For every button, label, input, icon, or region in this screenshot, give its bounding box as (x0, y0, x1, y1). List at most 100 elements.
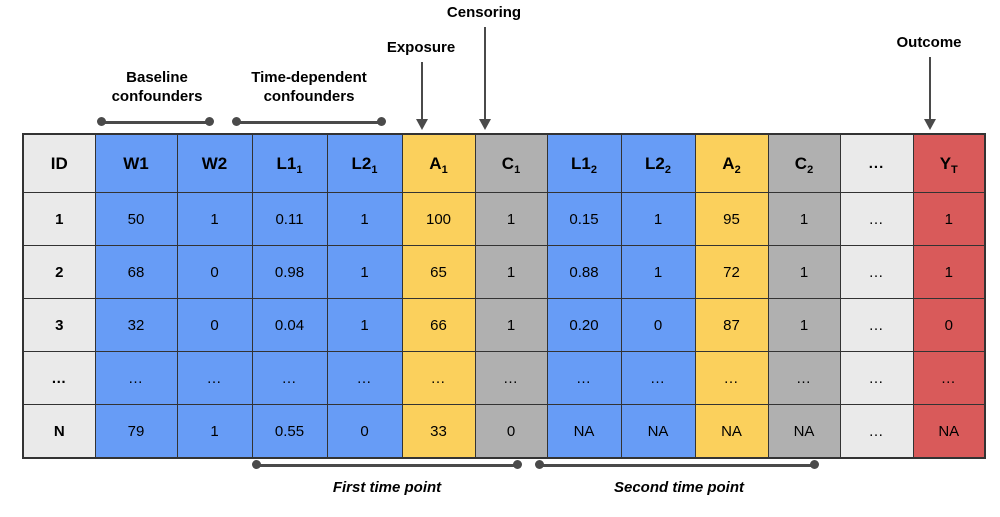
table-cell[interactable]: … (546, 351, 622, 405)
table-cell[interactable]: … (326, 351, 403, 405)
table-cell[interactable]: … (251, 351, 328, 405)
table-cell[interactable]: … (176, 351, 253, 405)
column-header-l1-1[interactable]: L11 (251, 133, 328, 193)
table-cell[interactable]: NA (546, 404, 622, 459)
table-cell[interactable]: 1 (767, 245, 841, 299)
table-cell[interactable]: 0.20 (546, 298, 622, 352)
table-cell[interactable]: … (694, 351, 769, 405)
table-cell[interactable]: 1 (176, 192, 253, 246)
table-cell[interactable]: 0.11 (251, 192, 328, 246)
row-id-cell[interactable]: 3 (22, 298, 96, 352)
second-time-point-bracket (535, 460, 819, 470)
table-cell[interactable]: … (839, 298, 914, 352)
table-cell[interactable]: 87 (694, 298, 769, 352)
table-cell[interactable]: 1 (474, 298, 548, 352)
table-cell[interactable]: 50 (94, 192, 178, 246)
table-cell[interactable]: 72 (694, 245, 769, 299)
table-cell[interactable]: 0.98 (251, 245, 328, 299)
table-cell[interactable]: 0 (326, 404, 403, 459)
table-cell[interactable]: 1 (620, 245, 696, 299)
arrow-head (479, 119, 491, 130)
table-cell[interactable]: 1 (326, 298, 403, 352)
bracket-dot-right (513, 460, 522, 469)
table-cell[interactable]: NA (694, 404, 769, 459)
column-header-l2-2[interactable]: L22 (620, 133, 696, 193)
column-header-subscript: 1 (371, 163, 378, 176)
arrow-head (416, 119, 428, 130)
table-cell[interactable]: 1 (474, 192, 548, 246)
column-header-l1-2[interactable]: L12 (546, 133, 622, 193)
table-cell[interactable]: 1 (326, 245, 403, 299)
row-id-cell[interactable]: 2 (22, 245, 96, 299)
bracket-line (236, 121, 382, 124)
table-cell[interactable]: 66 (401, 298, 476, 352)
table-cell[interactable]: 1 (767, 192, 841, 246)
table-cell[interactable]: 79 (94, 404, 178, 459)
table-cell[interactable]: 0.88 (546, 245, 622, 299)
censoring-arrow (478, 27, 492, 130)
row-id-cell[interactable]: 1 (22, 192, 96, 246)
column-header-subscript: T (951, 163, 958, 176)
row-id-cell[interactable]: … (22, 351, 96, 405)
table-cell[interactable]: NA (912, 404, 986, 459)
arrow-head (924, 119, 936, 130)
exposure-arrow (415, 62, 429, 130)
table-cell[interactable]: 1 (767, 298, 841, 352)
table-cell[interactable]: … (767, 351, 841, 405)
table-cell[interactable]: 0 (620, 298, 696, 352)
table-cell[interactable]: 0.55 (251, 404, 328, 459)
table-cell[interactable]: 0.15 (546, 192, 622, 246)
column-header-w1[interactable]: W1 (94, 133, 178, 193)
table-cell[interactable]: … (912, 351, 986, 405)
table-cell[interactable]: 0 (912, 298, 986, 352)
table-cell[interactable]: NA (620, 404, 696, 459)
bracket-line (539, 464, 815, 467)
table-cell[interactable]: NA (767, 404, 841, 459)
column-header-y-t[interactable]: YT (912, 133, 986, 193)
first-time-point-label: First time point (332, 479, 442, 496)
table-cell[interactable]: … (839, 245, 914, 299)
column-header-l2-1[interactable]: L21 (326, 133, 403, 193)
table-cell[interactable]: … (620, 351, 696, 405)
table-cell[interactable]: 1 (912, 245, 986, 299)
table-cell[interactable]: 1 (912, 192, 986, 246)
table-cell[interactable]: … (839, 351, 914, 405)
table-cell[interactable]: 1 (474, 245, 548, 299)
column-header-c-1[interactable]: C1 (474, 133, 548, 193)
table-cell[interactable]: … (474, 351, 548, 405)
table-cell[interactable]: 0 (474, 404, 548, 459)
table-cell[interactable]: 1 (176, 404, 253, 459)
table-cell[interactable]: 1 (326, 192, 403, 246)
column-header-subscript: 2 (807, 163, 814, 176)
table-cell[interactable]: 32 (94, 298, 178, 352)
column-header-c-2[interactable]: C2 (767, 133, 841, 193)
table-cell[interactable]: … (94, 351, 178, 405)
row-id-cell[interactable]: N (22, 404, 96, 459)
column-header-w2[interactable]: W2 (176, 133, 253, 193)
column-header-ell[interactable]: ... (839, 133, 914, 193)
table-cell[interactable]: … (401, 351, 476, 405)
column-header-id[interactable]: ID (22, 133, 96, 193)
table-cell[interactable]: 65 (401, 245, 476, 299)
column-header-subscript: 2 (590, 163, 597, 176)
table-cell[interactable]: 0 (176, 298, 253, 352)
table-cell[interactable]: 95 (694, 192, 769, 246)
column-header-a-1[interactable]: A1 (401, 133, 476, 193)
table-cell[interactable]: 1 (620, 192, 696, 246)
column-header-a-2[interactable]: A2 (694, 133, 769, 193)
table-cell[interactable]: 100 (401, 192, 476, 246)
table-cell[interactable]: 68 (94, 245, 178, 299)
table-cell[interactable]: 33 (401, 404, 476, 459)
baseline-confounders-bracket (97, 117, 214, 127)
table-cell[interactable]: 0 (176, 245, 253, 299)
column-header-subscript: 1 (514, 163, 521, 176)
bracket-line (101, 121, 210, 124)
table-cell[interactable]: … (839, 192, 914, 246)
table-cell[interactable]: 0.04 (251, 298, 328, 352)
baseline-confounders-label: Baseline confounders (111, 69, 203, 105)
table-cell[interactable]: … (839, 404, 914, 459)
